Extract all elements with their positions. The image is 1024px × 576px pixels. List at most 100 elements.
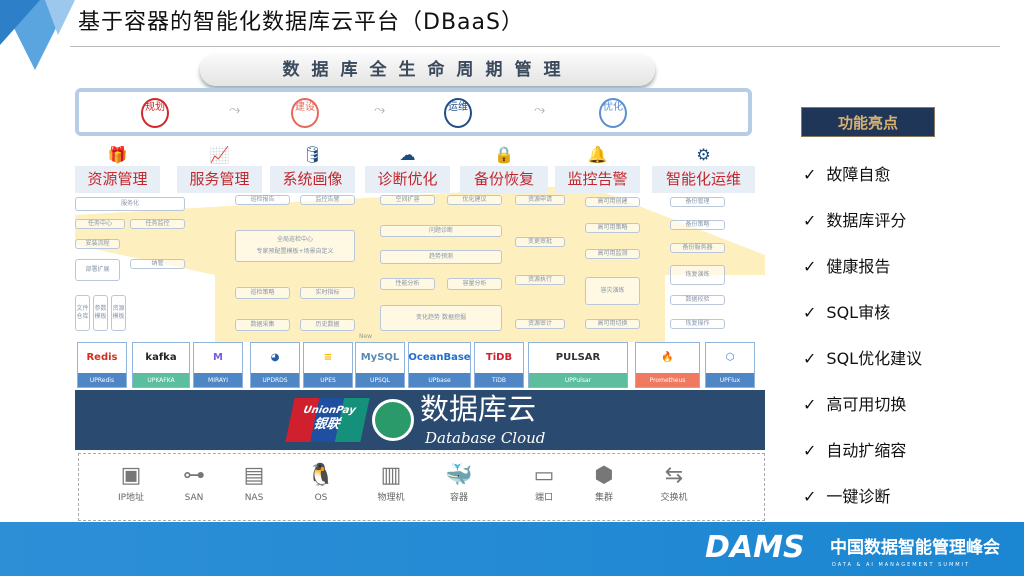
san-network-icon: ⊶ [183,463,205,488]
diagram-box: 变化趋势 数据挖掘 [380,305,502,331]
category-tab[interactable]: 资源管理 [75,166,160,193]
infra-label: OS [314,493,328,503]
infra-item: ▣IP地址 [101,460,161,504]
feature-item: ✓SQL审核 [803,302,890,324]
product-logo: OceanBase [409,352,470,363]
product-card[interactable]: ◕UPDRDS [250,342,300,388]
product-logo: MySQL [360,352,400,363]
product-name: UPbase [409,373,470,387]
diagram-box: 巡检策略 [235,287,290,299]
check-icon: ✓ [803,257,817,276]
infra-item: ▥ 物理机 [361,460,421,504]
category-tab[interactable]: 备份恢复 [460,166,548,193]
product-logo: ◕ [270,352,280,363]
footer-banner: DAMS 中国数据智能管理峰会 DATA & AI MANAGEMENT SUM… [0,522,1024,576]
title-divider [70,46,1000,47]
diagram-box: 备份策略 [670,220,725,230]
features-title: 功能亮点 [801,107,935,137]
arrow-icon: ⤳ [374,102,386,118]
check-icon: ✓ [803,165,817,184]
product-card[interactable]: 🔥Prometheus [635,342,700,388]
diagram-box: 安装流程 [75,239,120,249]
infra-label: 物理机 [377,493,405,503]
diagram-box: 资源模板 [111,295,126,331]
product-logo: PULSAR [555,352,601,363]
category-tab[interactable]: 诊断优化 [365,166,450,193]
diagram-box: 监控告警 [300,195,355,205]
feature-label: 高可用切换 [826,395,907,414]
diagram-box: 趋势预测 [380,250,502,264]
docker-whale-icon: 🐳 [445,463,473,488]
diagram-box: 恢复演练 [670,265,725,285]
diagram-box: 变更审批 [515,237,565,247]
product-name: UPRedis [78,373,126,387]
diagram-box: 资源审计 [515,319,565,329]
box-line: 专家预配置模板+场景自定义 [256,248,334,255]
brand-cn: 数据库云 [420,392,537,426]
check-icon: ✓ [803,211,817,230]
check-icon: ✓ [803,487,817,506]
cloud-logo-icon [372,399,414,441]
diagram-box: 问题诊断 [380,225,502,237]
category-tab[interactable]: 系统画像 [270,166,355,193]
category-tab[interactable]: 智能化运维 [652,166,755,193]
arrow-icon: ⤳ [229,102,241,118]
diagram-box: 部署扩展 [75,259,120,281]
infra-item: ⇆交换机 [644,460,704,504]
product-name: MIRAYI [194,373,242,387]
diagram-box: 容灾演练 [585,277,640,305]
diagram-box: 高可用策略 [585,223,640,233]
gift-icon: 🎁 [107,146,128,164]
diagram-box: 服务化 [75,197,185,211]
capability-diagram: 服务化任务中心任务监控安装流程部署扩展纳管文件仓库参数模板资源模板巡检报告监控告… [75,195,765,342]
feature-item: ✓ SQL优化建议 [803,348,922,370]
category-tab[interactable]: 监控告警 [555,166,640,193]
diagram-box: 实时指标 [300,287,355,299]
diagram-box: 历史数据 [300,319,355,331]
diagram-box: 数据校验 [670,295,725,305]
product-name: UPES [304,373,352,387]
feature-label: 故障自愈 [826,165,891,184]
infra-label: 交换机 [660,493,688,503]
check-icon: ✓ [803,349,817,368]
infra-label: 端口 [534,493,553,503]
bell-icon: 🔔 [587,146,608,164]
product-name: TiDB [475,373,523,387]
diagram-box: 数据采集 [235,319,290,331]
server-rack-icon: ▥ [380,463,402,488]
infra-item: ⬢集群 [574,460,634,504]
infra-label: IP地址 [117,493,145,503]
diagram-box: 文件仓库 [75,295,90,331]
product-card[interactable]: TiDB TiDB [474,342,524,388]
database-stack-icon: 🛢 [302,146,323,164]
diagram-box: 恢复操作 [670,319,725,329]
product-name: UPFlux [706,373,754,387]
cloud-download-icon: ☁ [399,146,416,164]
diagram-box: 空间扩容 [380,195,435,205]
category-tab[interactable]: 服务管理 [177,166,262,193]
product-logo: 🔥 [661,352,674,363]
diagram-box: 资源执行 [515,275,565,285]
product-name: UPKAFKA [133,373,189,387]
product-card[interactable]: ⬡UPFlux [705,342,755,388]
diagram-box: 资源申请 [515,195,565,205]
diagram-box: 高可用监测 [585,249,640,259]
feature-item: ✓高可用切换 [803,394,906,416]
summit-subtitle: DATA & AI MANAGEMENT SUMMIT [832,562,971,568]
product-logo: TiDB [485,352,513,363]
diagram-box: 任务中心 [75,219,125,229]
feature-label: SQL优化建议 [826,349,923,368]
check-icon: ✓ [803,441,817,460]
product-card[interactable]: ≡UPES [303,342,353,388]
diagram-box: 优化建议 [447,195,502,205]
check-icon: ✓ [803,303,817,322]
stage-plan: 规划 [141,98,169,128]
lifecycle-banner: 数据库全生命周期管理 [200,54,655,86]
